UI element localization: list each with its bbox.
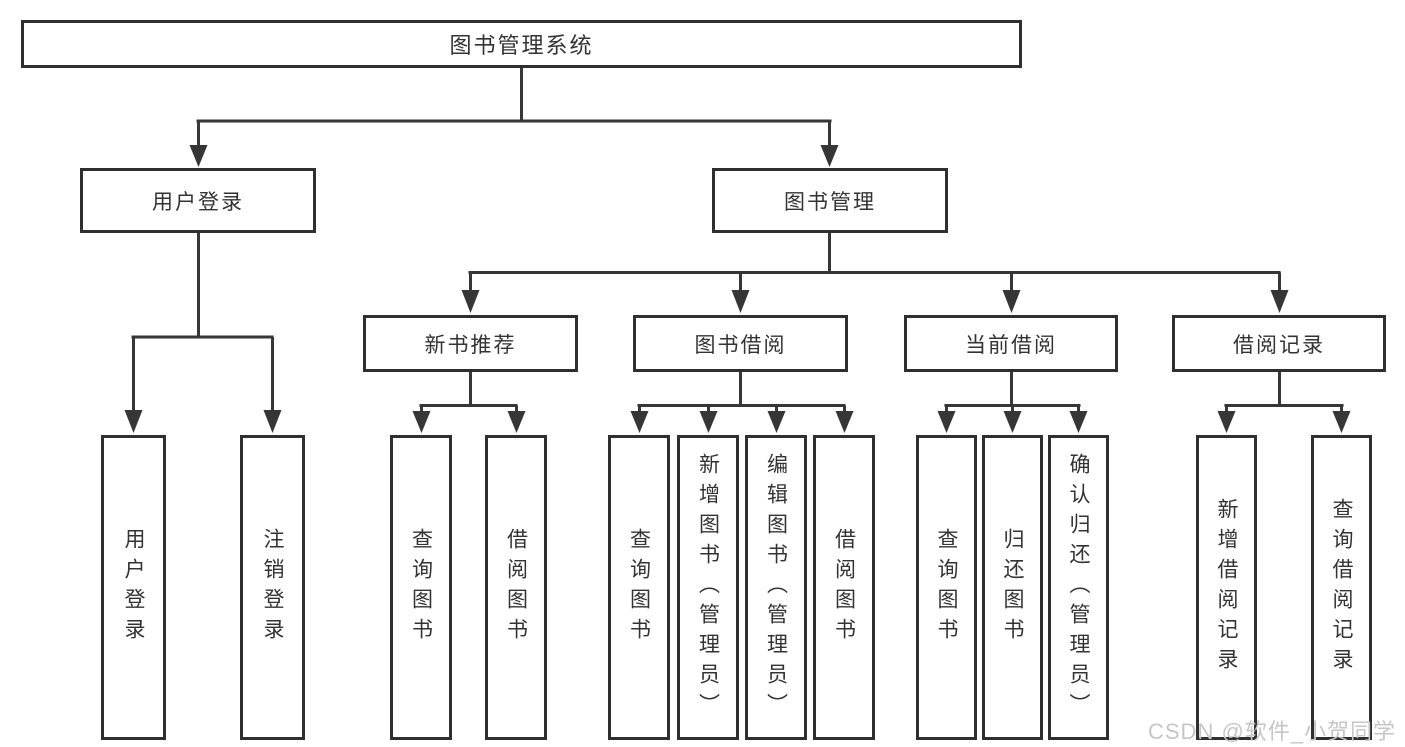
leaf-return-books: 归还图书 xyxy=(982,435,1043,740)
edge-book-borrow-to-leaves xyxy=(630,372,854,433)
edge-book-management-to-level3 xyxy=(461,233,1289,313)
edge-root-to-level2 xyxy=(189,68,839,167)
csdn-watermark: CSDN @软件_小贺同学 xyxy=(1148,719,1397,744)
leaf-query-books-borrow: 查询图书 xyxy=(608,435,670,740)
edge-new-book-recommend-to-leaves xyxy=(412,372,526,433)
leaf-query-books-recommend: 查询图书 xyxy=(390,435,452,740)
leaf-user-login: 用户登录 xyxy=(101,435,166,740)
edge-user-login-to-leaves xyxy=(124,233,282,433)
edge-current-borrow-to-leaves xyxy=(937,372,1088,433)
node-book-borrow: 图书借阅 xyxy=(633,315,848,372)
leaf-add-borrow-record: 新增借阅记录 xyxy=(1196,435,1257,740)
node-book-management: 图书管理 xyxy=(712,168,948,233)
edge-borrow-records-to-leaves xyxy=(1217,372,1351,433)
node-current-borrow: 当前借阅 xyxy=(904,315,1118,372)
node-library-management-system: 图书管理系统 xyxy=(21,20,1022,68)
leaf-query-borrow-record: 查询借阅记录 xyxy=(1311,435,1372,740)
node-borrow-records: 借阅记录 xyxy=(1172,315,1386,372)
leaf-confirm-return-admin: 确认归还（管理员） xyxy=(1048,435,1109,740)
leaf-borrow-books-recommend: 借阅图书 xyxy=(485,435,547,740)
leaf-edit-books-admin: 编辑图书（管理员） xyxy=(745,435,807,740)
node-new-book-recommend: 新书推荐 xyxy=(363,315,578,372)
leaf-query-books-current: 查询图书 xyxy=(916,435,977,740)
node-user-login: 用户登录 xyxy=(80,168,316,233)
leaf-logout: 注销登录 xyxy=(240,435,305,740)
leaf-add-books-admin: 新增图书（管理员） xyxy=(677,435,739,740)
leaf-borrow-books: 借阅图书 xyxy=(813,435,875,740)
